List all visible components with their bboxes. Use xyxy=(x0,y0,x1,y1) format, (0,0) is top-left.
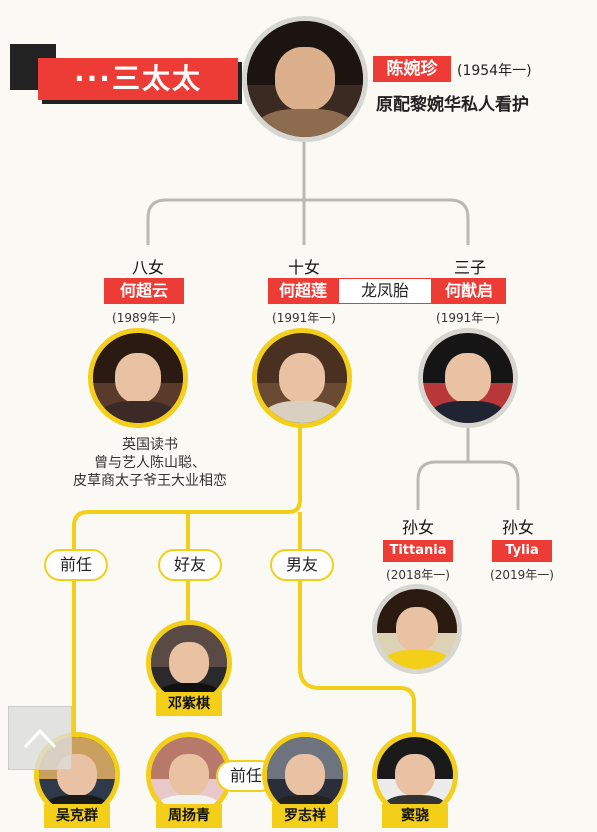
relation-pill-friend: 好友 xyxy=(158,549,222,581)
grandchild-name-tag: Tylia xyxy=(492,540,552,562)
person-name: 吴克群 xyxy=(44,804,110,828)
person-avatar xyxy=(262,732,348,818)
child-relation-label: 十女 xyxy=(287,258,320,277)
generation-banner: ···三太太 xyxy=(38,58,238,100)
person-name: 罗志祥 xyxy=(272,804,338,828)
child-avatar xyxy=(252,328,352,428)
mother-description: 原配黎婉华私人看护 xyxy=(376,95,529,115)
grandchild-avatar xyxy=(372,584,462,674)
person-name: 窦骁 xyxy=(382,804,448,828)
twins-label: 龙凤胎 xyxy=(360,281,409,300)
person-name: 周扬青 xyxy=(156,804,222,828)
person-avatar xyxy=(146,620,232,706)
chevron-up-icon xyxy=(23,728,57,749)
person-avatar xyxy=(146,732,232,818)
child-name-tag: 何猷启 xyxy=(432,278,506,304)
grandchild-years: (2018年一) xyxy=(386,568,450,582)
child-name-tag: 何超云 xyxy=(104,278,184,304)
person-avatar xyxy=(372,732,458,818)
generation-title: ···三太太 xyxy=(74,62,202,95)
child-years: (1989年一) xyxy=(112,311,176,325)
twins-label-box: 龙凤胎 xyxy=(338,278,432,304)
child-relation-label: 三子 xyxy=(453,258,486,277)
mother-years: (1954年一) xyxy=(457,63,532,79)
relation-pill-boyfriend: 男友 xyxy=(270,549,334,581)
relation-pill-ex: 前任 xyxy=(44,549,108,581)
grandchild-relation-label: 孙女 xyxy=(501,518,534,537)
person-name: 邓紫棋 xyxy=(156,692,222,716)
child-note: 皮草商太子爷王大业相恋 xyxy=(73,473,227,489)
grandchild-relation-label: 孙女 xyxy=(401,518,434,537)
child-note: 曾与艺人陈山聪、 xyxy=(94,455,206,471)
scroll-top-button[interactable] xyxy=(8,706,72,770)
child-relation-label: 八女 xyxy=(131,258,164,277)
mother-name-tag: 陈婉珍 xyxy=(373,56,451,82)
child-name-tag: 何超莲 xyxy=(268,278,338,304)
child-avatar xyxy=(418,328,518,428)
child-avatar xyxy=(88,328,188,428)
child-years: (1991年一) xyxy=(272,311,336,325)
mother-avatar xyxy=(242,16,368,142)
grandchild-years: (2019年一) xyxy=(490,568,554,582)
child-note: 英国读书 xyxy=(122,437,178,453)
child-years: (1991年一) xyxy=(436,311,500,325)
grandchild-name-tag: Tittania xyxy=(383,540,453,562)
